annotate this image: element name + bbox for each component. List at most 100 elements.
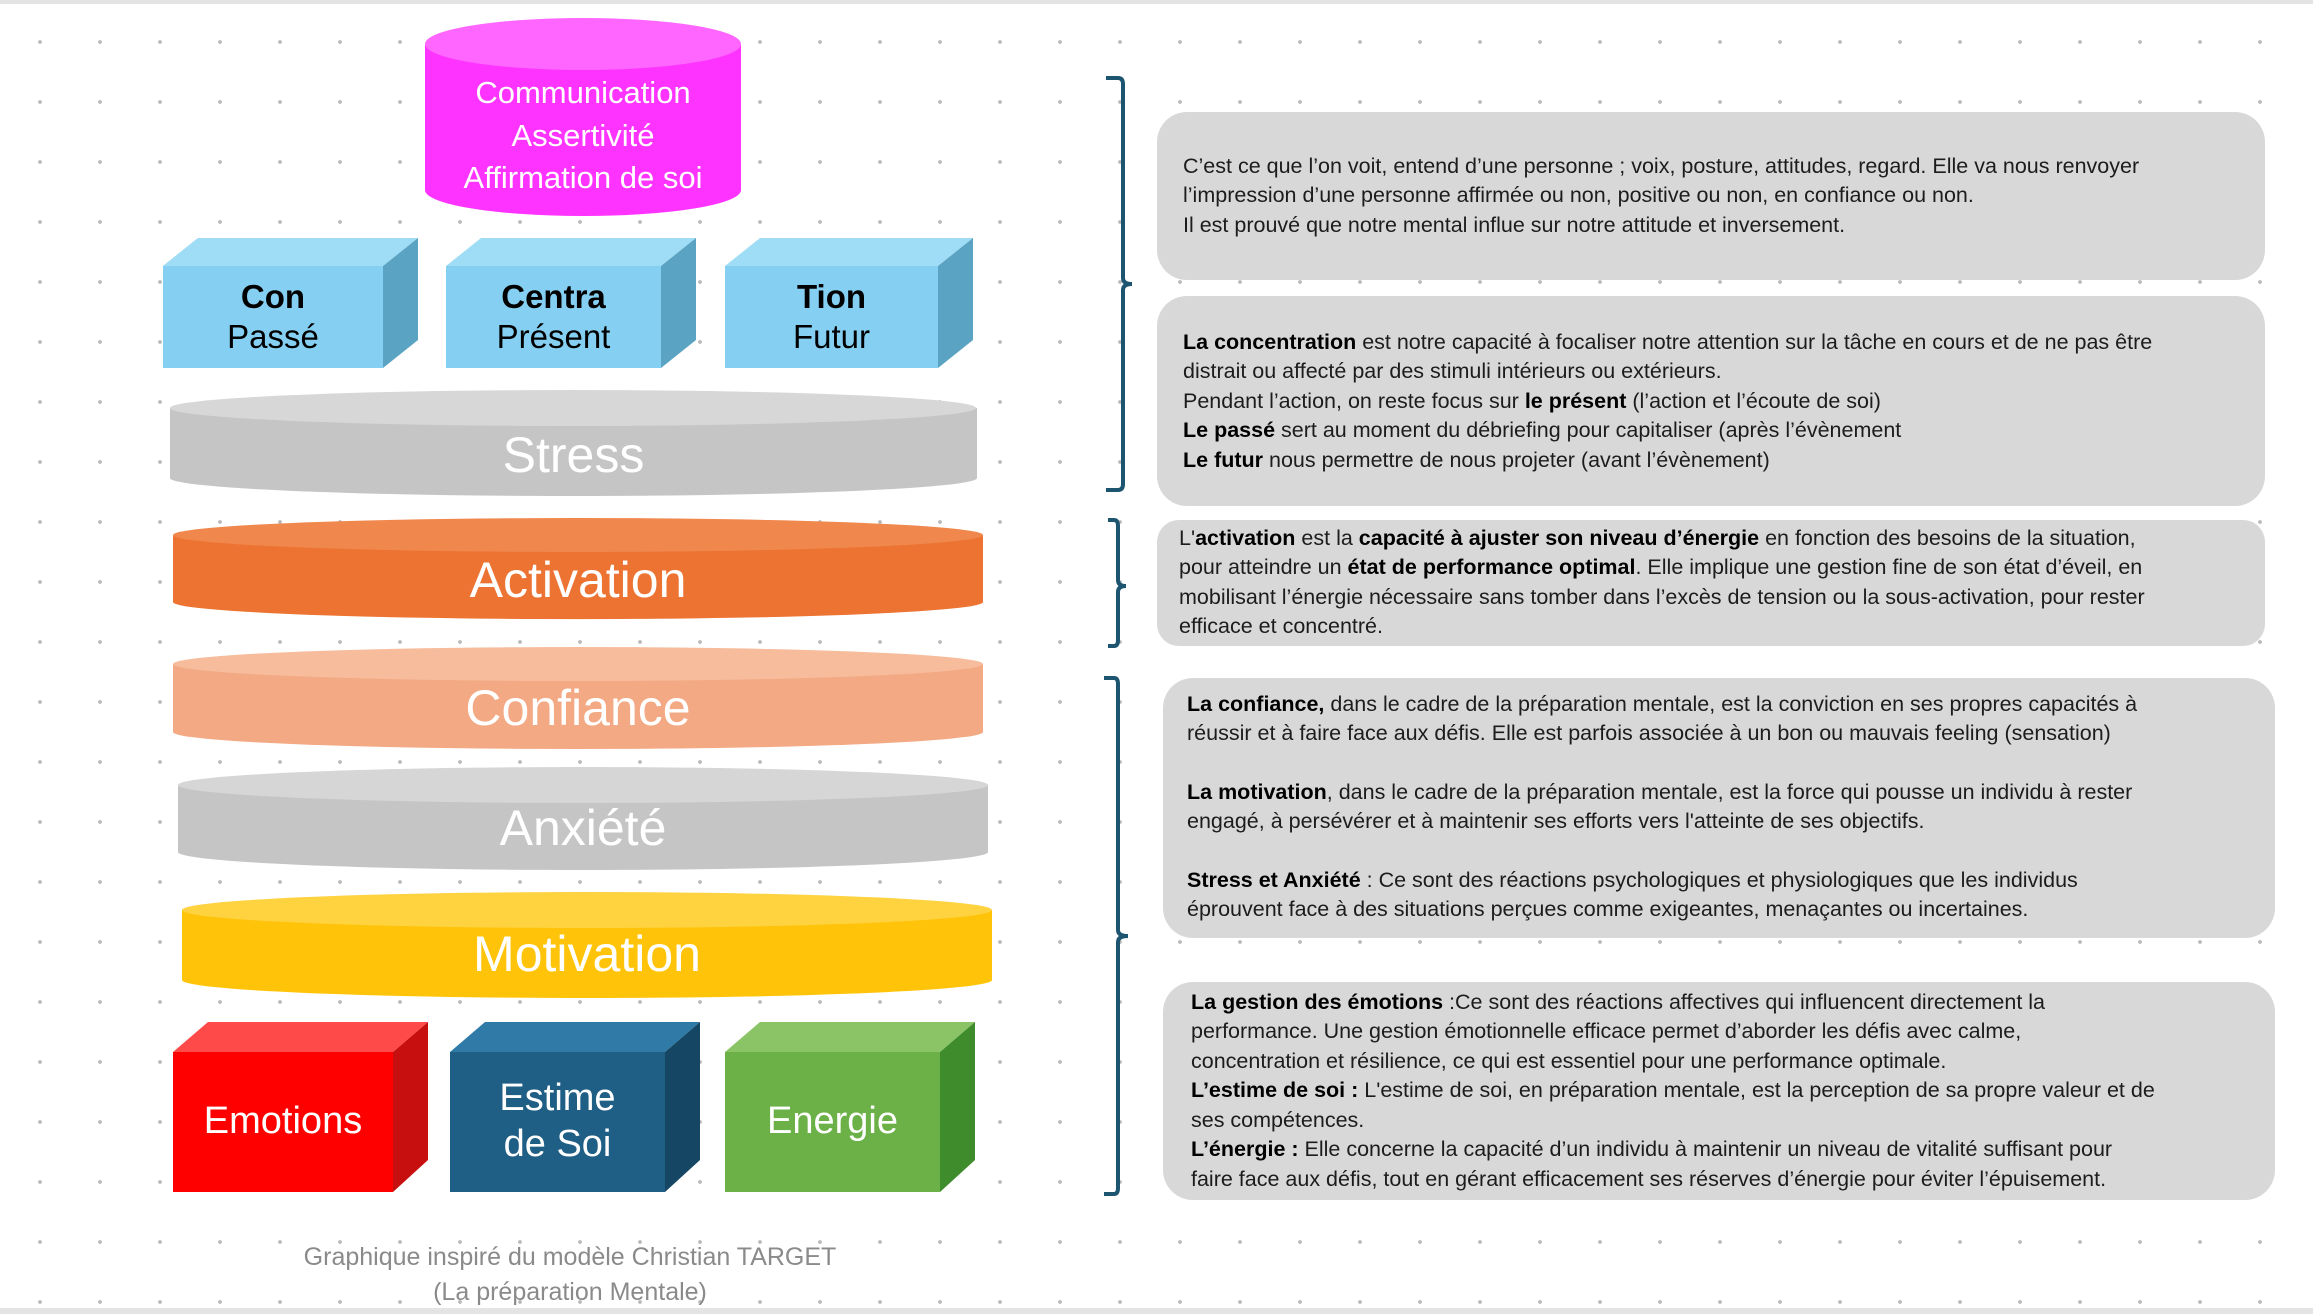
emotions-line1: Emotions bbox=[203, 1100, 363, 1143]
disk-confiance bbox=[173, 647, 983, 749]
desc4-text3: , dans le cadre de la préparation mental… bbox=[1326, 779, 2133, 804]
desc5-line3: concentration et résilience, ce qui est … bbox=[1191, 1048, 1947, 1073]
desc2-text1: est notre capacité à focaliser notre att… bbox=[1356, 330, 2153, 354]
desc5-line7: faire face aux défis, tout en gérant eff… bbox=[1191, 1166, 2107, 1191]
estime-label: Estime de Soi bbox=[450, 1052, 665, 1192]
desc5-bold6: L’énergie : bbox=[1191, 1137, 1299, 1162]
activation-label: Activation bbox=[469, 552, 687, 608]
top-border-line bbox=[0, 0, 2313, 4]
disk-motivation bbox=[182, 892, 992, 998]
top-cylinder bbox=[425, 18, 741, 216]
desc5-line6: L’énergie : Elle concerne la capacité d’… bbox=[1191, 1135, 2249, 1164]
desc3-line4: efficace et concentré. bbox=[1179, 614, 1383, 639]
box-con bbox=[163, 238, 418, 368]
desc1-line3: Il est prouvé que notre mental influe su… bbox=[1183, 212, 1846, 237]
desc5-text6: Elle concerne la capacité d’un individu … bbox=[1298, 1137, 2113, 1162]
box-centra bbox=[446, 238, 696, 368]
desc2-text3a: Pendant l’action, on reste focus sur bbox=[1183, 388, 1525, 413]
energie-label: Energie bbox=[725, 1052, 940, 1192]
label-communication: Communication bbox=[475, 74, 691, 110]
desc5-line1: La gestion des émotions :Ce sont des réa… bbox=[1191, 988, 2249, 1017]
desc5-line5: ses compétences. bbox=[1191, 1107, 1365, 1132]
motivation-label: Motivation bbox=[473, 926, 701, 982]
desc-box-attitude: C’est ce que l’on voit, entend d’une per… bbox=[1157, 112, 2265, 280]
box-con-label: Con Passé bbox=[163, 266, 383, 368]
desc3-text1c: en fonction des besoins de la situation, bbox=[1759, 526, 2136, 550]
top-cylinder-label: Communication Assertivité Affirmation de… bbox=[425, 70, 741, 202]
desc-box-confiance-motivation: La confiance, dans le cadre de la prépar… bbox=[1163, 678, 2275, 938]
desc4-line2: réussir et à faire face aux défis. Elle … bbox=[1187, 721, 2111, 746]
caption-line1: Graphique inspiré du modèle Christian TA… bbox=[303, 1243, 837, 1271]
box-tion-subtitle: Futur bbox=[792, 318, 871, 355]
box-tion bbox=[725, 238, 973, 368]
desc3-line1: L'activation est la capacité à ajuster s… bbox=[1179, 524, 2239, 553]
stress-label: Stress bbox=[502, 427, 645, 483]
desc5-text4: L'estime de soi, en préparation mentale,… bbox=[1358, 1078, 2155, 1103]
desc3-bold1b: capacité à ajuster son niveau d’énergie bbox=[1358, 526, 1760, 550]
desc3-text1b: est la bbox=[1295, 526, 1359, 550]
desc2-bold5: Le futur bbox=[1183, 447, 1264, 472]
label-affirmation: Affirmation de soi bbox=[463, 160, 703, 196]
disk-stress bbox=[170, 390, 977, 497]
desc2-line5: Le futur nous permettre de nous projeter… bbox=[1183, 446, 2239, 475]
box-emotions bbox=[173, 1022, 428, 1192]
box-con-subtitle: Passé bbox=[227, 318, 319, 355]
bottom-border-line bbox=[0, 1308, 2313, 1314]
desc3-bold1a: activation bbox=[1195, 526, 1296, 550]
box-centra-title: Centra bbox=[501, 278, 606, 316]
caption: Graphique inspiré du modèle Christian TA… bbox=[230, 1240, 910, 1309]
desc2-text5: nous permettre de nous projeter (avant l… bbox=[1263, 447, 1770, 472]
desc2-text4: sert au moment du débriefing pour capita… bbox=[1275, 418, 1902, 443]
box-tion-label: Tion Futur bbox=[725, 266, 938, 368]
desc5-bold4: L’estime de soi : bbox=[1191, 1078, 1359, 1103]
desc2-bold3: le présent bbox=[1524, 388, 1627, 413]
bracket-3 bbox=[1104, 676, 1129, 1196]
estime-line1: Estime bbox=[499, 1077, 616, 1120]
desc3-line2: pour atteindre un état de performance op… bbox=[1179, 553, 2239, 582]
desc3-text1a: L' bbox=[1179, 526, 1196, 550]
estime-line2: de Soi bbox=[503, 1123, 612, 1165]
desc2-line2: distrait ou affecté par des stimuli inté… bbox=[1183, 359, 1722, 384]
box-con-title: Con bbox=[240, 278, 306, 316]
desc4-line5: Stress et Anxiété : Ce sont des réaction… bbox=[1187, 866, 2249, 895]
desc-box-concentration: La concentration est notre capacité à fo… bbox=[1157, 296, 2265, 506]
energie-line1: Energie bbox=[767, 1100, 898, 1143]
caption-line2: (La préparation Mentale) bbox=[433, 1277, 707, 1306]
box-centra-subtitle: Présent bbox=[496, 318, 611, 355]
box-energie bbox=[725, 1022, 975, 1192]
label-assertivite: Assertivité bbox=[511, 117, 655, 153]
desc-box-emotions: La gestion des émotions :Ce sont des réa… bbox=[1163, 982, 2275, 1200]
desc5-line4: L’estime de soi : L'estime de soi, en pr… bbox=[1191, 1076, 2249, 1105]
desc4-text5: : Ce sont des réactions psychologiques e… bbox=[1360, 867, 2078, 892]
desc5-text1: :Ce sont des réactions affectives qui in… bbox=[1443, 990, 2046, 1014]
desc5-line2: performance. Une gestion émotionnelle ef… bbox=[1191, 1019, 2022, 1044]
desc4-bold1: La confiance, bbox=[1187, 692, 1325, 716]
desc4-line4: engagé, à persévérer et à maintenir ses … bbox=[1187, 809, 1925, 834]
desc2-bold1: La concentration bbox=[1183, 330, 1357, 354]
desc3-text2a: pour atteindre un bbox=[1179, 555, 1348, 580]
desc1-line2: l’impression d’une personne affirmée ou … bbox=[1183, 183, 1974, 208]
desc2-line3: Pendant l’action, on reste focus sur le … bbox=[1183, 387, 2239, 416]
desc3-line3: mobilisant l’énergie nécessaire sans tom… bbox=[1179, 584, 2145, 609]
box-tion-title: Tion bbox=[796, 278, 867, 316]
desc4-line3: La motivation, dans le cadre de la prépa… bbox=[1187, 778, 2249, 807]
desc2-line1: La concentration est notre capacité à fo… bbox=[1183, 328, 2239, 357]
desc2-text3b: (l’action et l’écoute de soi) bbox=[1626, 388, 1881, 413]
box-estime bbox=[450, 1022, 700, 1192]
brackets bbox=[1104, 76, 1133, 1196]
desc4-text1: dans le cadre de la préparation mentale,… bbox=[1324, 692, 2138, 716]
desc2-line4: Le passé sert au moment du débriefing po… bbox=[1183, 416, 2239, 445]
disk-anxiete bbox=[178, 767, 988, 870]
anxiete-label: Anxiété bbox=[499, 800, 667, 856]
bracket-2 bbox=[1108, 518, 1127, 648]
box-centra-label: Centra Présent bbox=[446, 266, 661, 368]
desc3-text2b: . Elle implique une gestion fine de son … bbox=[1635, 555, 2143, 580]
desc4-bold5: Stress et Anxiété bbox=[1187, 867, 1361, 892]
bracket-1 bbox=[1106, 76, 1133, 492]
desc2-bold4: Le passé bbox=[1183, 418, 1276, 443]
emotions-label: Emotions bbox=[173, 1052, 393, 1192]
desc4-bold3: La motivation bbox=[1187, 779, 1327, 804]
desc1-line1: C’est ce que l’on voit, entend d’une per… bbox=[1183, 154, 2140, 178]
desc4-line6: éprouvent face à des situations perçues … bbox=[1187, 897, 2029, 922]
desc4-line1: La confiance, dans le cadre de la prépar… bbox=[1187, 690, 2249, 719]
